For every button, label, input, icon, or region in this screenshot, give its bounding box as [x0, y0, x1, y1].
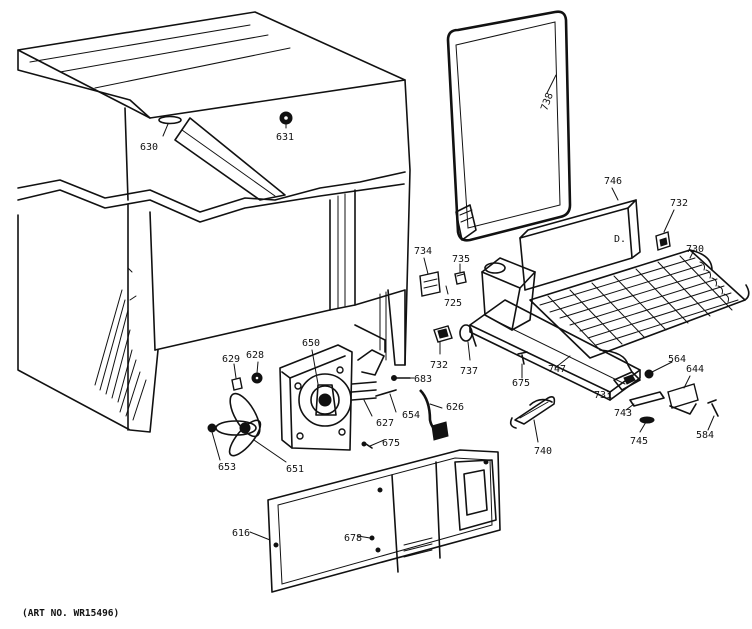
evaporator-cover-738 — [446, 10, 572, 242]
part-629 — [231, 377, 243, 391]
part-627 — [351, 381, 377, 401]
screw-675-right — [517, 351, 528, 365]
label-628: 628 — [246, 350, 264, 361]
part-654 — [375, 389, 397, 397]
part-683 — [391, 375, 411, 381]
label-747: 747 — [548, 364, 566, 375]
part-734 — [419, 271, 441, 297]
bracket-746: D. — [519, 199, 641, 291]
label-627: 627 — [376, 418, 394, 429]
leader-lines — [162, 74, 715, 541]
label-745: 745 — [630, 436, 648, 447]
part-732-mid — [433, 325, 453, 343]
label-678: 678 — [344, 533, 362, 544]
part-732-top — [655, 231, 671, 251]
label-740: 740 — [534, 446, 552, 457]
screw-675-lower — [361, 441, 373, 449]
label-732-top: 732 — [670, 198, 688, 209]
label-683: 683 — [414, 374, 432, 385]
label-675-lower: 675 — [382, 438, 400, 449]
label-653: 653 — [218, 462, 236, 473]
label-675-right: 675 — [512, 378, 530, 389]
part-628 — [251, 372, 263, 384]
label-732-mid: 732 — [430, 360, 448, 371]
label-650: 650 — [302, 338, 320, 349]
back-panel-616 — [267, 449, 501, 593]
part-743 — [629, 391, 665, 407]
label-738: 738 — [539, 91, 556, 112]
label-584: 584 — [696, 430, 714, 441]
part-731 — [613, 371, 641, 391]
label-651: 651 — [286, 464, 304, 475]
part-564 — [644, 369, 654, 379]
label-735: 735 — [452, 254, 470, 265]
part-labels: 630 631 738 746 732 730 734 735 725 732 … — [140, 91, 714, 544]
label-734: 734 — [414, 246, 432, 257]
label-629: 629 — [222, 354, 240, 365]
drain-pan-747 — [469, 299, 641, 401]
label-725: 725 — [444, 298, 462, 309]
screw-584 — [707, 399, 719, 417]
art-number-caption: (ART NO. WR15496) — [22, 608, 119, 619]
evaporator-coil-730 — [529, 249, 750, 373]
wire-harness-626 — [419, 389, 449, 441]
label-746: 746 — [604, 176, 622, 187]
label-731: 731 — [594, 390, 612, 401]
part-644 — [667, 383, 699, 415]
label-631: 631 — [276, 132, 294, 143]
label-654: 654 — [402, 410, 420, 421]
part-745 — [639, 416, 655, 424]
label-616: 616 — [232, 528, 250, 539]
fan-blade-651 — [215, 392, 262, 457]
part-653 — [207, 423, 217, 433]
label-737: 737 — [460, 366, 478, 377]
clip-740 — [509, 396, 556, 429]
cabinet-assembly — [17, 11, 411, 433]
part-737 — [459, 324, 477, 347]
svg-text:D.: D. — [614, 234, 626, 245]
label-644: 644 — [686, 364, 704, 375]
fan-shroud-assembly — [279, 344, 385, 451]
label-564: 564 — [668, 354, 686, 365]
label-630: 630 — [140, 142, 158, 153]
label-730: 730 — [686, 244, 704, 255]
fan-box-725 — [481, 257, 536, 331]
label-743: 743 — [614, 408, 632, 419]
label-626: 626 — [446, 402, 464, 413]
part-735 — [454, 271, 467, 285]
